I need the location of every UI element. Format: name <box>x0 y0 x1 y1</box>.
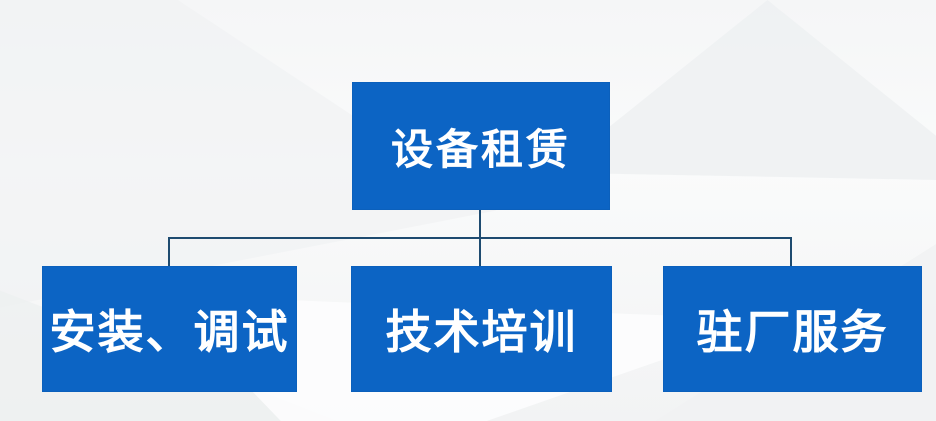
connector-drop-right <box>790 238 792 266</box>
child-node-technical-training: 技术培训 <box>351 266 612 392</box>
child-node-label: 驻厂服务 <box>696 307 889 358</box>
connector-root-stem <box>479 210 481 238</box>
connector-drop-middle <box>479 238 481 266</box>
child-node-installation-debugging: 安装、调试 <box>42 266 297 392</box>
child-node-label: 技术培训 <box>385 307 578 358</box>
connector-drop-left <box>168 238 170 266</box>
child-node-label: 安装、调试 <box>49 307 290 358</box>
root-node: 设备租赁 <box>352 82 610 210</box>
child-node-resident-factory-service: 驻厂服务 <box>663 266 922 392</box>
root-node-label: 设备租赁 <box>390 127 571 174</box>
